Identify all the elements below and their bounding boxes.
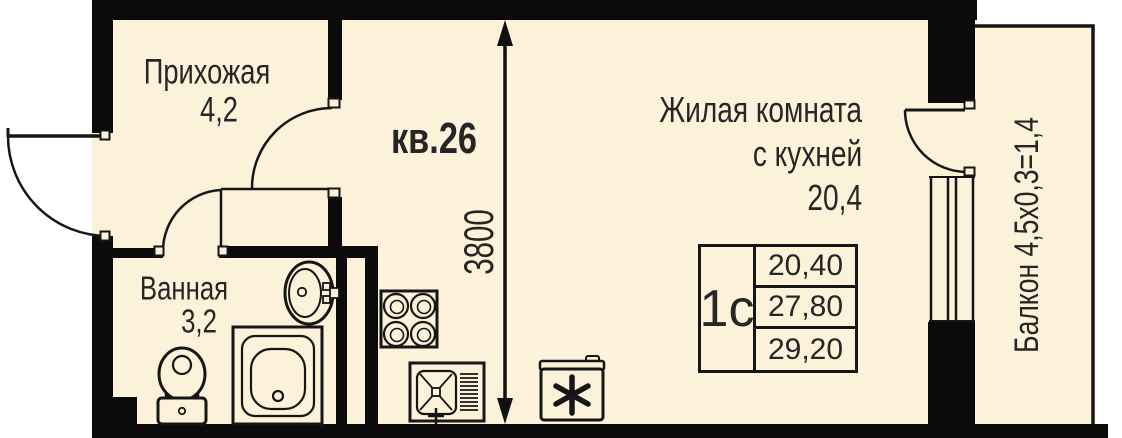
asterisk-symbol <box>553 374 591 416</box>
door-hinge <box>963 99 976 110</box>
balcony-door-icon <box>903 99 976 177</box>
door-hinge <box>153 245 165 257</box>
bathroom-label: Ванная <box>127 272 240 305</box>
door-hinge <box>327 187 341 199</box>
balcony-window-icon <box>929 176 975 322</box>
dimension-arrow <box>497 20 513 424</box>
drainer-lines <box>460 373 478 411</box>
kitchen-sink-icon <box>408 361 486 424</box>
bathroom-door-icon <box>153 188 229 257</box>
stove-icon <box>379 289 439 349</box>
bathtub-icon <box>231 325 324 426</box>
hallway-label: Прихожая <box>126 55 288 90</box>
balcony-outline <box>975 24 1095 424</box>
hall-living-wall-stub-bottom <box>328 197 342 249</box>
unit-type-cell: 1с <box>700 247 756 370</box>
right-pier-bottom <box>928 322 975 424</box>
bottom-left-pier <box>112 397 137 424</box>
door-hinge <box>99 129 111 141</box>
washbasin-icon <box>283 260 340 326</box>
dimension-label: 3800 <box>455 209 502 275</box>
living-room-label: Жилая комната с кухней 20,4 <box>522 88 862 220</box>
walls <box>92 0 1108 438</box>
living-room-name-line1: Жилая комната <box>659 89 862 130</box>
living-room-name-line2: с кухней <box>752 133 862 174</box>
living-room-area: 20,4 <box>807 177 862 218</box>
entrance-door-icon <box>6 128 111 242</box>
apartment-number: кв.26 <box>391 114 477 163</box>
bathroom-area: 3,2 <box>181 302 217 340</box>
fridge-icon <box>538 355 606 422</box>
total-area-cell: 29,20 <box>767 332 844 366</box>
hallway-door-icon <box>221 97 341 199</box>
hallway-name: Прихожая <box>143 52 271 92</box>
bathroom-wall-left <box>112 248 163 258</box>
living-area-cell: 20,40 <box>756 247 855 288</box>
balcony-floor <box>975 24 1095 428</box>
toilet-icon <box>156 346 208 426</box>
bathroom-wall-top <box>219 246 378 258</box>
door-hinge <box>99 230 111 242</box>
balcony-label: Балкон 4,5х0,3=1,4 <box>1008 117 1046 353</box>
hallway-area: 4,2 <box>200 90 238 130</box>
area-cell: 27,80 <box>756 288 855 329</box>
door-hinge <box>963 166 976 177</box>
hall-living-wall-stub-top <box>328 20 342 100</box>
door-hinge <box>217 245 229 257</box>
shaft-wall-left <box>336 258 347 424</box>
shaft-wall-right <box>365 258 378 424</box>
right-pier-top <box>928 20 975 103</box>
door-hinge <box>327 97 341 109</box>
bathroom-name: Ванная <box>139 269 229 307</box>
area-info-table: 1с 20,40 27,80 29,20 <box>698 244 858 373</box>
